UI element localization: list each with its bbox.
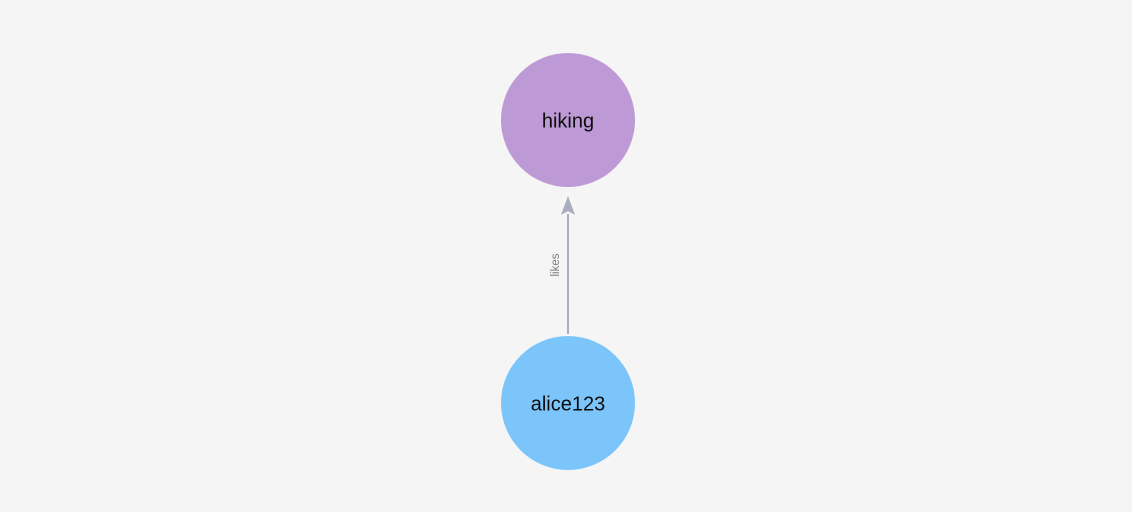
edge-likes[interactable]: likes (550, 196, 575, 334)
edge-layer: likes (550, 196, 575, 334)
edge-arrowhead-likes (561, 196, 575, 215)
edge-label-likes: likes (550, 253, 562, 276)
node-circle-hiking[interactable] (501, 53, 635, 187)
node-circle-alice123[interactable] (501, 336, 635, 470)
node-layer: hiking alice123 (501, 53, 635, 470)
node-alice123[interactable]: alice123 (501, 336, 635, 470)
node-hiking[interactable]: hiking (501, 53, 635, 187)
